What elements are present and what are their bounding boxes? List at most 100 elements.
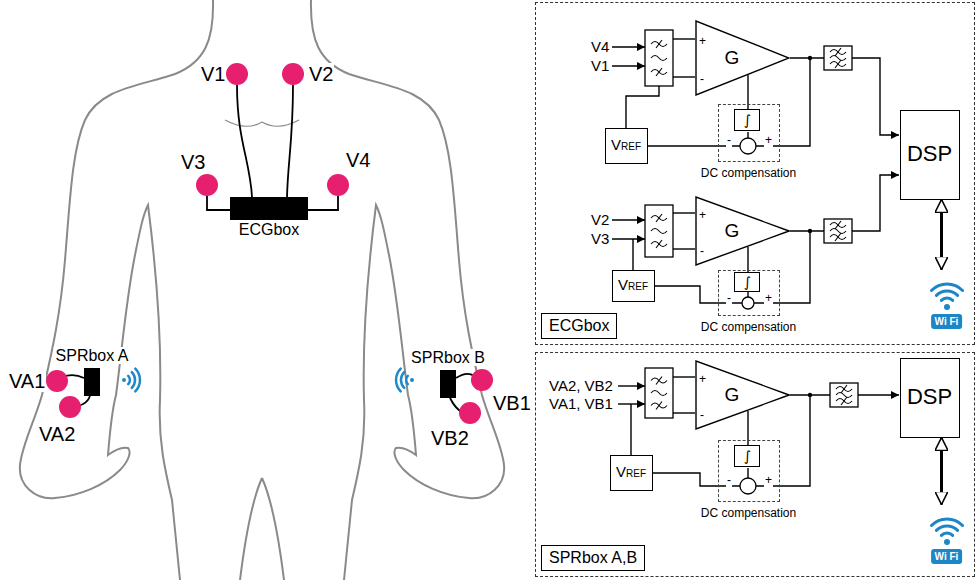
junction-dot	[808, 393, 812, 397]
node-text: G	[725, 383, 740, 404]
node-text: G	[725, 46, 740, 67]
amplifier-outline	[695, 360, 790, 430]
junction-dot	[808, 229, 812, 233]
polarity-sign: +	[764, 291, 773, 305]
signal-wire	[790, 57, 824, 58]
electrode-label: V4	[345, 149, 371, 171]
block-diagram-panel: SPRbox A,B G DC compensation∫ VREF DSP Wi Fi	[535, 352, 975, 577]
signal-wire	[673, 76, 695, 77]
signal-wire	[673, 376, 695, 377]
integrator-box: ∫	[734, 109, 760, 131]
signal-wire	[673, 38, 695, 39]
node-text: DSP	[907, 142, 952, 166]
electrode-label: VA2	[38, 423, 76, 445]
electrode-label: VB2	[430, 427, 470, 449]
node-text: Wi Fi	[931, 314, 963, 329]
electrode-label: V1	[200, 63, 226, 85]
dsp-box: DSP	[900, 358, 960, 438]
input-signal-label: V1	[590, 57, 610, 74]
signal-wire	[756, 395, 810, 486]
signal-wire	[632, 239, 633, 270]
signal-wire	[747, 292, 748, 297]
electrode-label: VB1	[492, 392, 532, 414]
input-signal-label: VA1, VB1	[548, 395, 614, 412]
dsp-box: DSP	[900, 110, 960, 200]
wifi-module: Wi Fi	[924, 505, 970, 565]
filter-symbol	[824, 46, 852, 70]
electrode-label: V2	[308, 63, 334, 85]
node-text: ECGbox	[237, 221, 301, 238]
signal-wire	[790, 230, 824, 231]
polarity-sign: -	[726, 473, 732, 487]
node-text: DSP	[907, 385, 952, 409]
node-text: VREF	[618, 277, 648, 294]
dc-compensation-box: DC compensation∫	[718, 440, 780, 502]
block-diagram-panel: ECGboxGDC compensation∫VREFGDC compensat…	[535, 2, 975, 345]
summing-junction	[740, 478, 756, 494]
filter-symbol	[645, 205, 673, 257]
filter-symbol	[645, 368, 673, 418]
summing-junction	[742, 297, 754, 309]
reference-box: VREF	[605, 128, 648, 164]
wireless-icon	[122, 369, 414, 392]
signal-wire	[754, 231, 810, 303]
signal-wire	[673, 248, 695, 249]
integrator-box: ∫	[734, 445, 760, 467]
signal-wire	[648, 145, 740, 146]
node-text: SPRbox A	[54, 347, 131, 364]
device-box: SPRbox A	[84, 368, 100, 396]
dc-compensation-box: DC compensation∫	[718, 104, 780, 162]
dc-compensation-box: DC compensation∫	[718, 270, 780, 316]
signal-wire	[852, 58, 899, 135]
signal-wire	[626, 86, 659, 128]
node-text: SPRbox A,B	[541, 545, 645, 571]
amplifier-triangle: G	[695, 360, 790, 430]
amplifier-triangle: G	[695, 196, 790, 266]
polarity-sign: -	[726, 291, 732, 305]
node-text: DC compensation	[701, 166, 796, 180]
node-text: ∫	[744, 113, 751, 128]
signal-wire	[612, 46, 645, 47]
body-outline	[20, 0, 504, 580]
signal-wire	[653, 473, 740, 486]
integrator-box: ∫	[734, 272, 760, 292]
signal-wire	[747, 468, 748, 478]
signal-wire	[630, 404, 631, 455]
node-text: ∫	[744, 449, 751, 464]
node-text: ECGbox	[541, 313, 617, 339]
signal-wire	[612, 219, 645, 220]
data-link-arrow	[940, 438, 943, 505]
input-signal-label: VA2, VB2	[548, 377, 614, 394]
signal-wire	[756, 58, 810, 146]
node-text: SPRbox B	[409, 349, 487, 366]
signal-wire	[858, 394, 899, 395]
signal-wire	[673, 412, 695, 413]
signal-wire	[655, 286, 742, 303]
device-box: ECGbox	[230, 197, 308, 220]
electrode-label: VA1	[8, 370, 46, 392]
reference-box: VREF	[610, 455, 653, 491]
polarity-sign: +	[764, 133, 773, 147]
signal-wire	[852, 175, 899, 231]
input-signal-label: V2	[590, 211, 610, 228]
wifi-symbol	[924, 505, 970, 549]
amplifier-outline	[695, 20, 790, 96]
node-text: VREF	[611, 137, 641, 154]
signal-wire	[747, 75, 748, 110]
node-text: ∫	[744, 275, 751, 290]
signal-wire	[673, 212, 695, 213]
filter-symbol	[645, 30, 673, 86]
filter-symbol	[830, 383, 858, 407]
electrode-label: V3	[180, 151, 206, 173]
input-signal-label: V3	[590, 230, 610, 247]
input-signal-label: V4	[590, 38, 610, 55]
electrode-pad	[46, 63, 493, 424]
polarity-sign: +	[764, 473, 773, 487]
signal-wire	[612, 65, 645, 66]
node-text: G	[725, 219, 740, 240]
polarity-sign: -	[726, 133, 732, 147]
summing-junction	[740, 138, 756, 154]
signal-wire	[747, 411, 748, 446]
junction-dot	[808, 56, 812, 60]
